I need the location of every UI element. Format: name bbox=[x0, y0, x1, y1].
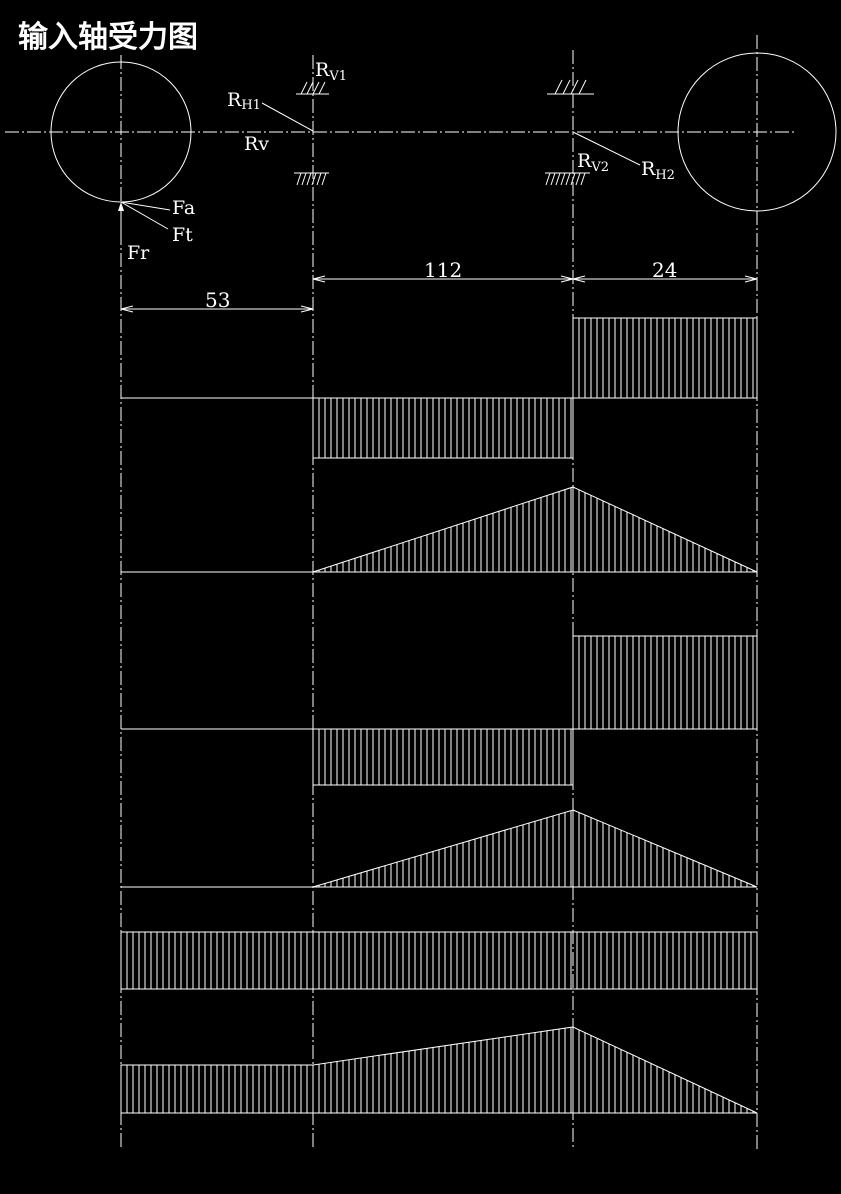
diagram2-fall-outline bbox=[572, 486, 758, 573]
diagram6-fall-outline bbox=[572, 1026, 758, 1114]
label-ft: Ft bbox=[172, 224, 193, 246]
dim-53: 53 bbox=[205, 288, 230, 312]
dimension-lines bbox=[120, 275, 758, 313]
fr-arrowhead bbox=[118, 202, 124, 211]
label-rv2: RV2 bbox=[577, 150, 609, 175]
coupling-circle bbox=[677, 52, 837, 212]
diagram1-span1-outline bbox=[312, 397, 574, 459]
diagram-title: 输入轴受力图 bbox=[18, 20, 198, 55]
label-rv: Rv bbox=[244, 133, 269, 155]
dim-112: 112 bbox=[424, 258, 462, 282]
label-rh1: RH1 bbox=[227, 89, 261, 113]
bearing2-supports bbox=[545, 79, 594, 186]
diagram1-span2-outline bbox=[572, 317, 758, 399]
diagram3-span2-outline bbox=[572, 635, 758, 730]
diagram3-span1-outline bbox=[312, 728, 574, 786]
label-rh2: RH2 bbox=[641, 158, 675, 183]
diagram4-rise-outline bbox=[312, 809, 574, 888]
diagram2-rise-outline bbox=[312, 486, 574, 573]
force-leaders bbox=[120, 102, 641, 242]
load-diagrams bbox=[120, 317, 758, 1114]
dim-24: 24 bbox=[652, 258, 677, 282]
label-rv1: RV1 bbox=[315, 59, 347, 84]
label-fa: Fa bbox=[172, 197, 195, 219]
diagram6-rise-outline bbox=[312, 1026, 574, 1114]
label-fr: Fr bbox=[127, 242, 150, 264]
diagram4-fall-outline bbox=[572, 809, 758, 888]
bearing1-supports bbox=[294, 81, 329, 186]
